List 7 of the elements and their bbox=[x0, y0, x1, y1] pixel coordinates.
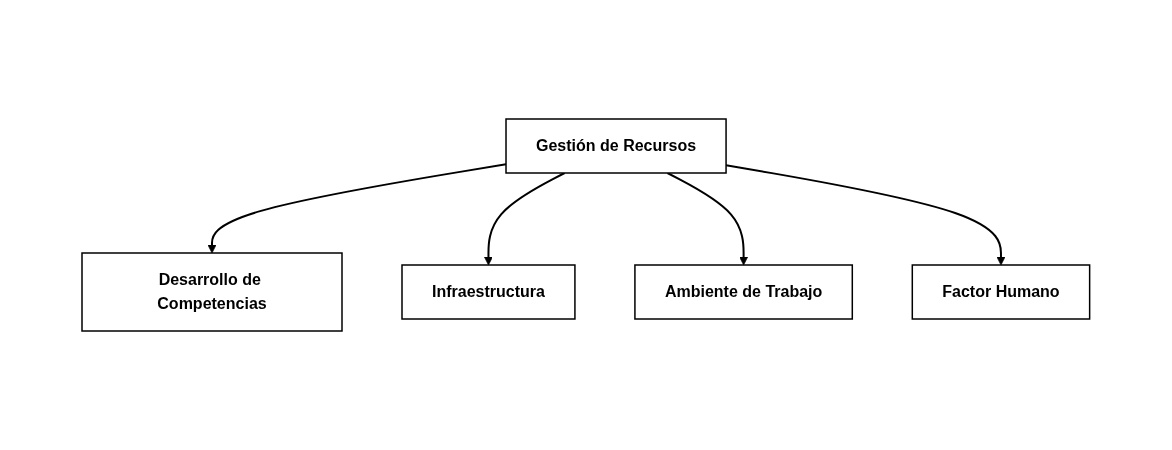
node-box: Factor Humano bbox=[911, 264, 1091, 320]
node-box: Infraestructura bbox=[401, 264, 576, 320]
arrow bbox=[666, 172, 749, 266]
arrow bbox=[484, 172, 566, 266]
node-box: Gestión de Recursos bbox=[505, 118, 727, 174]
node-box: Desarrollo de Competencias bbox=[81, 252, 343, 332]
node-box: Ambiente de Trabajo bbox=[634, 264, 854, 320]
